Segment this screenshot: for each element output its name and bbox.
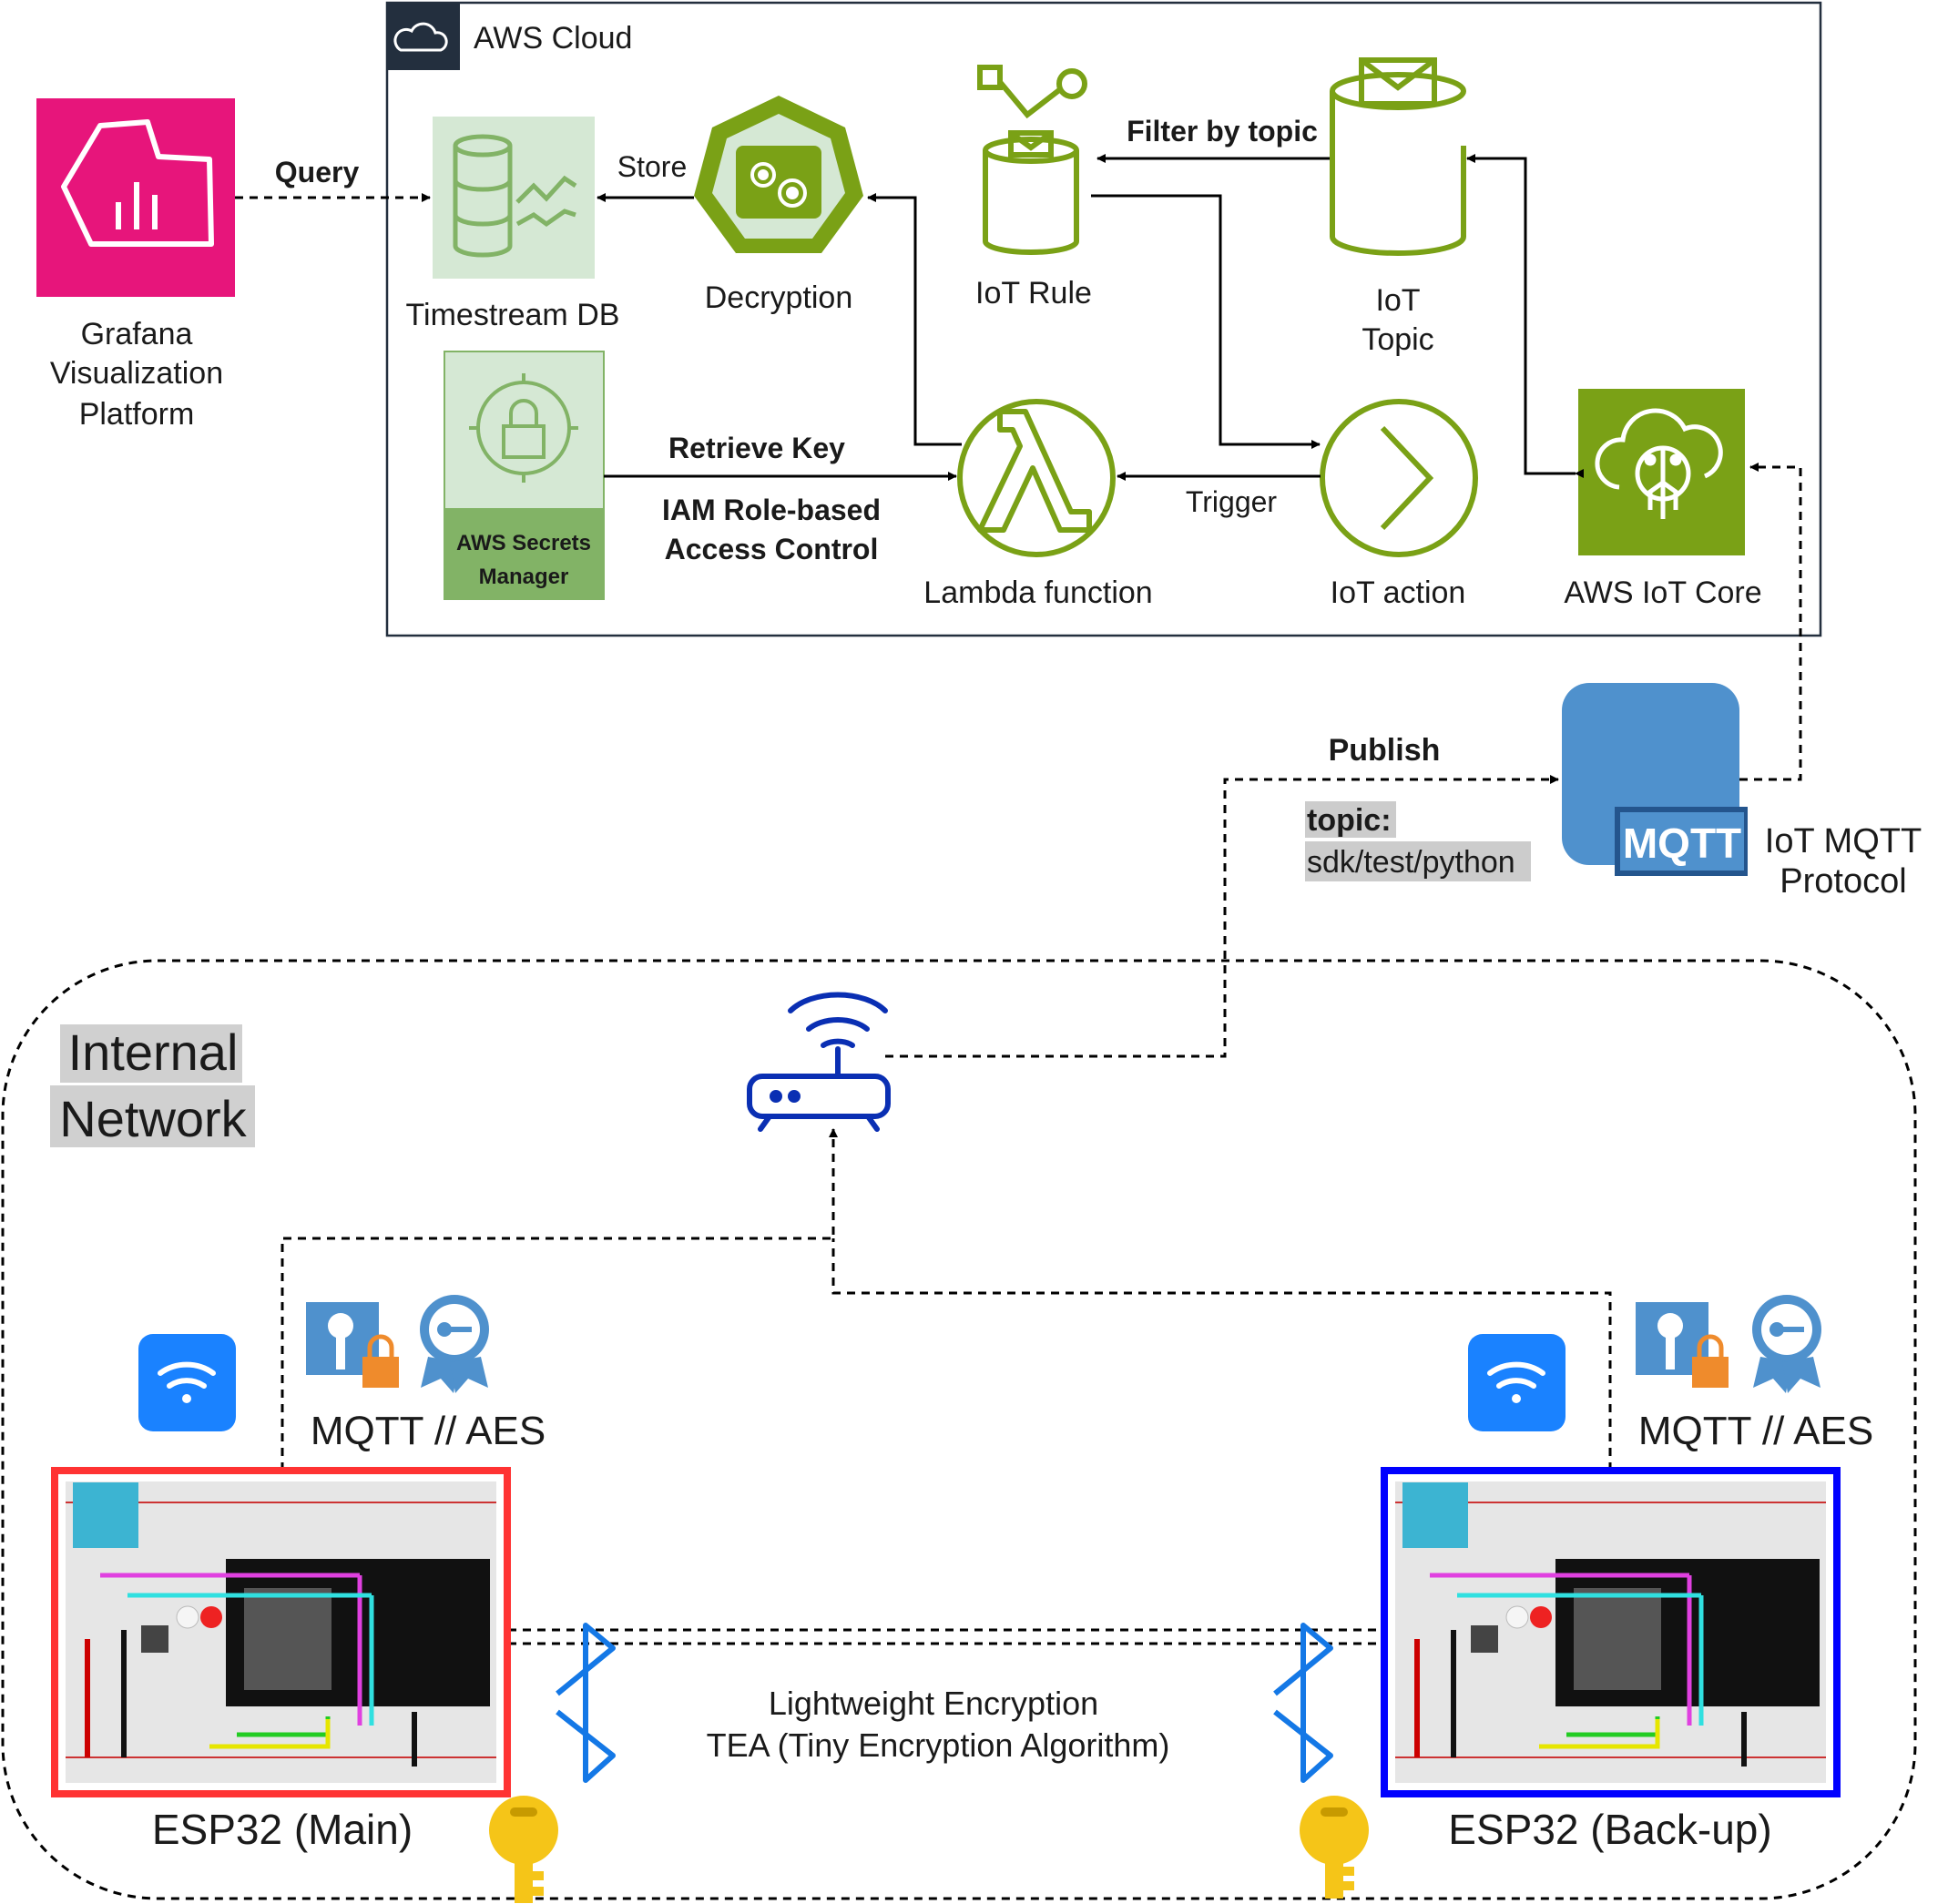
grafana-label-line2: Visualization <box>50 356 223 391</box>
cloud-icon <box>393 22 448 52</box>
grafana-label-line3: Platform <box>79 397 195 432</box>
grafana-label-line1: Grafana <box>81 317 193 351</box>
iot-core-node[interactable]: AWS IoT Core <box>1564 389 1762 610</box>
iot-rule-label: IoT Rule <box>975 276 1092 311</box>
iot-topic-node[interactable]: IoT Topic <box>1330 57 1466 357</box>
iot-action-label: IoT action <box>1331 575 1466 610</box>
edge-label-publish: Publish <box>1329 733 1441 768</box>
mqtt-label-line2: Protocol <box>1780 862 1906 901</box>
bluetooth-icon-main <box>556 1623 616 1783</box>
iot-rule-icon <box>977 65 1087 255</box>
grafana-icon <box>61 119 214 247</box>
wifi-icon-main <box>138 1334 236 1431</box>
edge-label-iam-line1: IAM Role-based <box>662 494 881 526</box>
lock-icon <box>469 373 578 483</box>
iot-action-node[interactable]: IoT action <box>1320 399 1478 610</box>
esp-backup-label: ESP32 (Back-up) <box>1448 1806 1771 1853</box>
chevron-right-icon <box>1380 425 1434 531</box>
esp-backup-node[interactable] <box>1381 1467 1841 1797</box>
edge-label-iam-line2: Access Control <box>665 533 879 565</box>
mqtt-node[interactable]: MQTT IoT MQTT Protocol <box>1562 683 1933 907</box>
iot-core-label: AWS IoT Core <box>1564 575 1761 610</box>
timestream-node[interactable]: Timestream DB <box>406 117 620 332</box>
key-lock-icon-backup <box>1636 1302 1729 1388</box>
edge-label-topic: topic: <box>1307 803 1392 838</box>
certificate-icon-main <box>420 1295 489 1393</box>
edge-label-retrieve-key: Retrieve Key <box>668 432 845 464</box>
edge-label-query: Query <box>275 156 360 188</box>
mqtt-label-line1: IoT MQTT <box>1765 822 1922 860</box>
edge-rule-to-action <box>1091 194 1321 449</box>
database-icon <box>453 134 577 258</box>
timestream-label: Timestream DB <box>406 298 620 332</box>
decryption-label: Decryption <box>705 280 853 315</box>
edge-label-store: Store <box>617 150 687 183</box>
internal-edges <box>280 1128 1612 1645</box>
edge-lambda-to-decryption <box>867 193 962 446</box>
edge-mqtt-to-core <box>1739 463 1802 781</box>
bluetooth-icon-backup <box>1273 1623 1333 1783</box>
bluetooth-link-line1: Lightweight Encryption <box>769 1685 1098 1722</box>
internal-network-title-line2: Network <box>59 1090 247 1147</box>
lambda-icon <box>977 409 1092 533</box>
key-lock-icon-main <box>306 1302 399 1388</box>
iot-topic-label-line2: Topic <box>1362 322 1433 357</box>
iot-core-icon <box>1595 408 1723 519</box>
wifi-icon-backup <box>1468 1334 1566 1431</box>
gears-icon <box>750 162 807 208</box>
internal-network-group: Internal Network <box>1 959 1917 1900</box>
edge-core-to-topic <box>1466 154 1584 478</box>
edge-publish <box>885 775 1559 1058</box>
decryption-node[interactable]: Decryption <box>694 96 863 315</box>
certificate-icon-backup <box>1752 1295 1821 1393</box>
iot-topic-label-line1: IoT <box>1375 283 1420 318</box>
secrets-manager-node[interactable]: AWS Secrets Manager <box>444 351 605 600</box>
mqtt-badge: MQTT <box>1623 820 1741 867</box>
esp-main-protocol: MQTT // AES <box>311 1409 546 1453</box>
router-icon[interactable] <box>747 992 891 1132</box>
iot-rule-node[interactable]: IoT Rule <box>975 65 1092 311</box>
key-icon-main <box>489 1796 558 1903</box>
edge-label-filter-by-topic: Filter by topic <box>1127 115 1318 148</box>
esp-backup-protocol: MQTT // AES <box>1638 1409 1873 1453</box>
secrets-label-line2: Manager <box>479 565 569 589</box>
lambda-label: Lambda function <box>923 575 1152 610</box>
lambda-node[interactable]: Lambda function <box>923 399 1153 610</box>
internal-network-title-line1: Internal <box>68 1023 239 1081</box>
esp-main-label: ESP32 (Main) <box>152 1806 413 1853</box>
grafana-node[interactable]: Grafana Visualization Platform <box>36 98 235 432</box>
bluetooth-link-line2: TEA (Tiny Encryption Algorithm) <box>707 1726 1170 1764</box>
edge-label-trigger: Trigger <box>1186 485 1278 518</box>
secrets-label-line1: AWS Secrets <box>456 531 591 555</box>
key-icon-backup <box>1300 1796 1369 1899</box>
cloud-edges <box>235 154 1802 781</box>
edge-label-topic-value: sdk/test/python <box>1307 845 1515 880</box>
iot-topic-icon <box>1330 57 1466 256</box>
aws-cloud-title: AWS Cloud <box>474 21 632 56</box>
esp-main-node[interactable] <box>51 1467 511 1797</box>
